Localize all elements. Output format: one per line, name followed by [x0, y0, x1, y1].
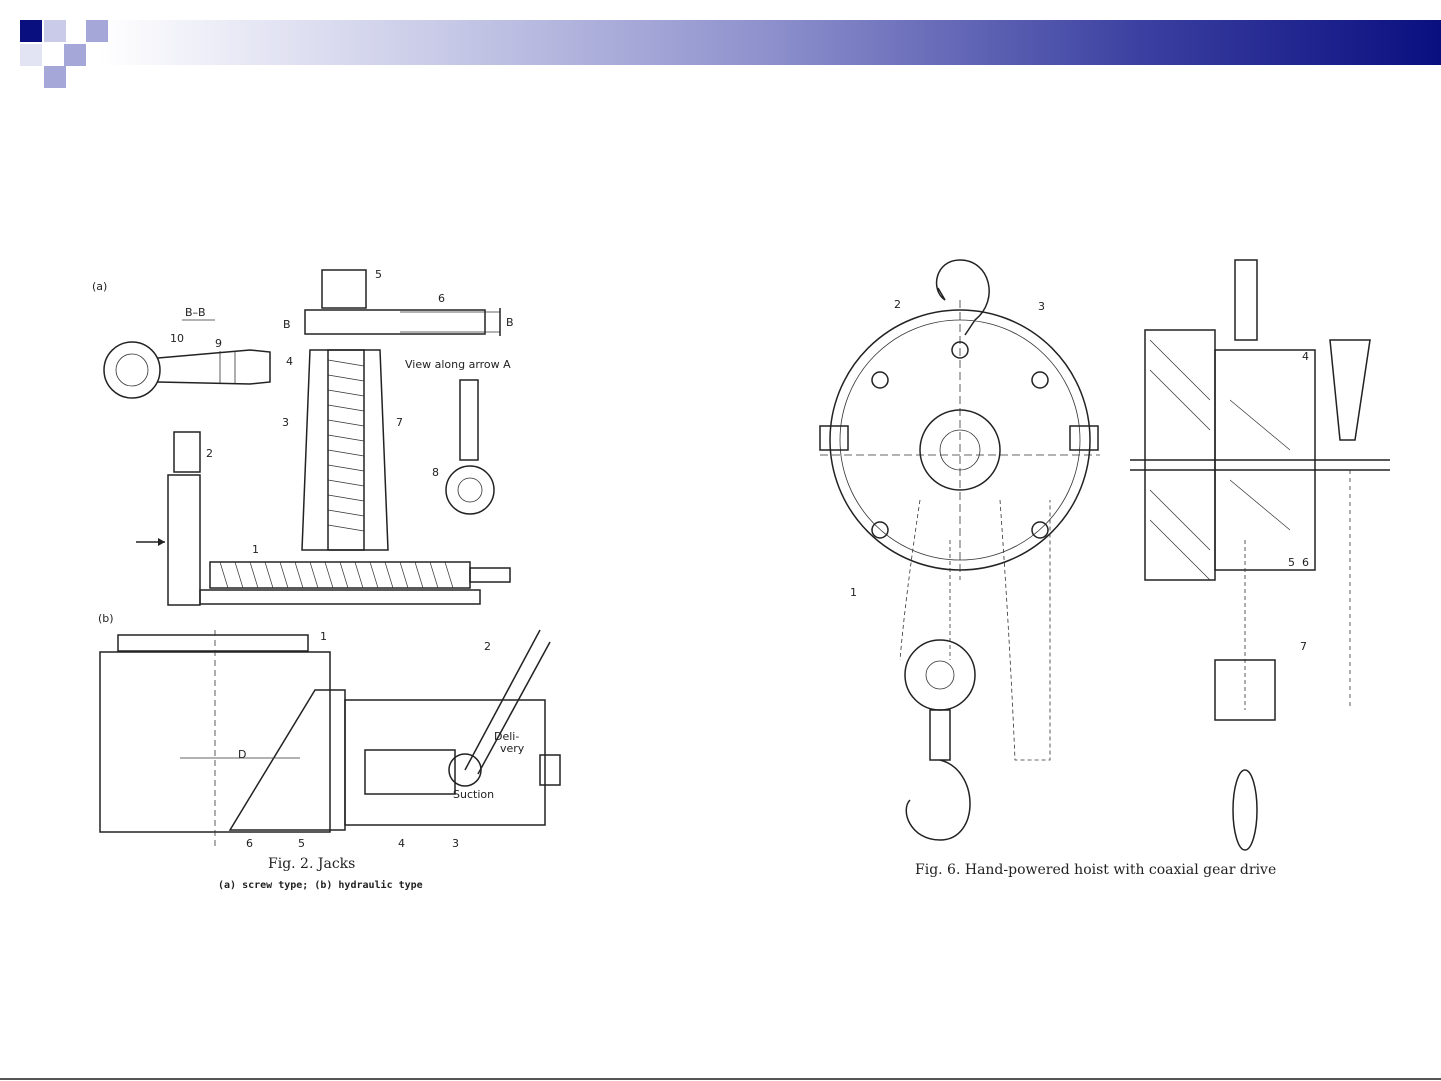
bottom-hook: [906, 760, 970, 840]
part-2-front: 2: [894, 298, 901, 311]
hand-wheel-side: [1330, 340, 1370, 440]
part-10: 10: [170, 332, 184, 345]
part-2-b: 2: [484, 640, 491, 653]
hoist-drawing: 3 2 1: [810, 240, 1410, 900]
handle-section: [158, 350, 270, 384]
crank-arm: [168, 475, 200, 605]
part-8: 8: [432, 466, 439, 479]
side-housing: [1145, 330, 1215, 580]
bottom-block: [905, 640, 975, 710]
ratchet-wheel-section: [104, 342, 160, 398]
header-gradient-strip: [100, 20, 1441, 65]
part-7: 7: [396, 416, 403, 429]
part-7-side: 7: [1300, 640, 1307, 653]
delivery-label-2: very: [500, 742, 525, 755]
part-3-front: 3: [1038, 300, 1045, 313]
bottom-rule: [0, 1078, 1441, 1080]
view-lever: [460, 380, 478, 460]
side-top-hook: [1235, 260, 1257, 340]
mount-lug-right: [1070, 426, 1098, 450]
header-square-mid-2: [64, 44, 86, 66]
part-6-side: 6: [1302, 556, 1309, 569]
jacks-subcaption: (a) screw type; (b) hydraulic type: [218, 879, 423, 891]
part-6-b: 6: [246, 837, 253, 850]
part-6: 6: [438, 292, 445, 305]
part-5-b: 5: [298, 837, 305, 850]
part-1-b: 1: [320, 630, 327, 643]
jack-cap: [322, 270, 366, 308]
header-square-dark: [20, 20, 42, 42]
view-along-arrow-label: View along arrow A: [405, 358, 511, 371]
ratchet-lever-top: [305, 310, 485, 334]
pump-housing: [345, 700, 545, 825]
header-square-light-2: [20, 44, 42, 66]
part-9: 9: [215, 337, 222, 350]
hoist-caption: Fig. 6. Hand-powered hoist with coaxial …: [915, 862, 1276, 878]
jacks-caption: Fig. 2. Jacks: [268, 856, 355, 872]
base-thread-hatching: [220, 562, 453, 588]
part-1: 1: [252, 543, 259, 556]
ram-top: [118, 635, 308, 651]
section-b-right: B: [506, 316, 514, 329]
part-2: 2: [206, 447, 213, 460]
side-bottom-hook: [1233, 770, 1257, 850]
hand-chain-left: [900, 500, 920, 660]
part-1-front: 1: [850, 586, 857, 599]
part-5-side: 5: [1288, 556, 1295, 569]
jack-body: [302, 350, 388, 550]
top-hook: [937, 260, 990, 335]
cylinder-wall: [230, 690, 345, 830]
hand-chain-right: [1000, 500, 1050, 760]
header-square-light-3: [44, 66, 66, 88]
part-4-b: 4: [398, 837, 405, 850]
header-square-light-1: [44, 20, 66, 42]
d-label: D: [238, 748, 246, 761]
part-4-side: 4: [1302, 350, 1309, 363]
label-a: (a): [92, 280, 107, 293]
jacks-figure: (a) B–B 10 9 5 6 B B 4 3 7: [70, 250, 590, 900]
part-3-b: 3: [452, 837, 459, 850]
part-3: 3: [282, 416, 289, 429]
view-ratchet: [446, 466, 494, 514]
crank-grip: [174, 432, 200, 472]
mount-lug-left: [820, 426, 848, 450]
header-square-mid: [86, 20, 108, 42]
section-bb-label: B–B: [185, 306, 206, 319]
section-b-left: B: [283, 318, 291, 331]
jack-base: [200, 590, 480, 604]
suction-label: Suction: [453, 788, 494, 801]
hoist-figure: 3 2 1: [810, 240, 1410, 900]
pump-plunger: [365, 750, 455, 794]
slide-header-bar: [0, 0, 1441, 90]
jacks-drawing: (a) B–B 10 9 5 6 B B 4 3 7: [70, 250, 590, 900]
part-5: 5: [375, 268, 382, 281]
screw-thread-hatching: [328, 360, 364, 531]
label-b: (b): [98, 612, 114, 625]
part-4: 4: [286, 355, 293, 368]
